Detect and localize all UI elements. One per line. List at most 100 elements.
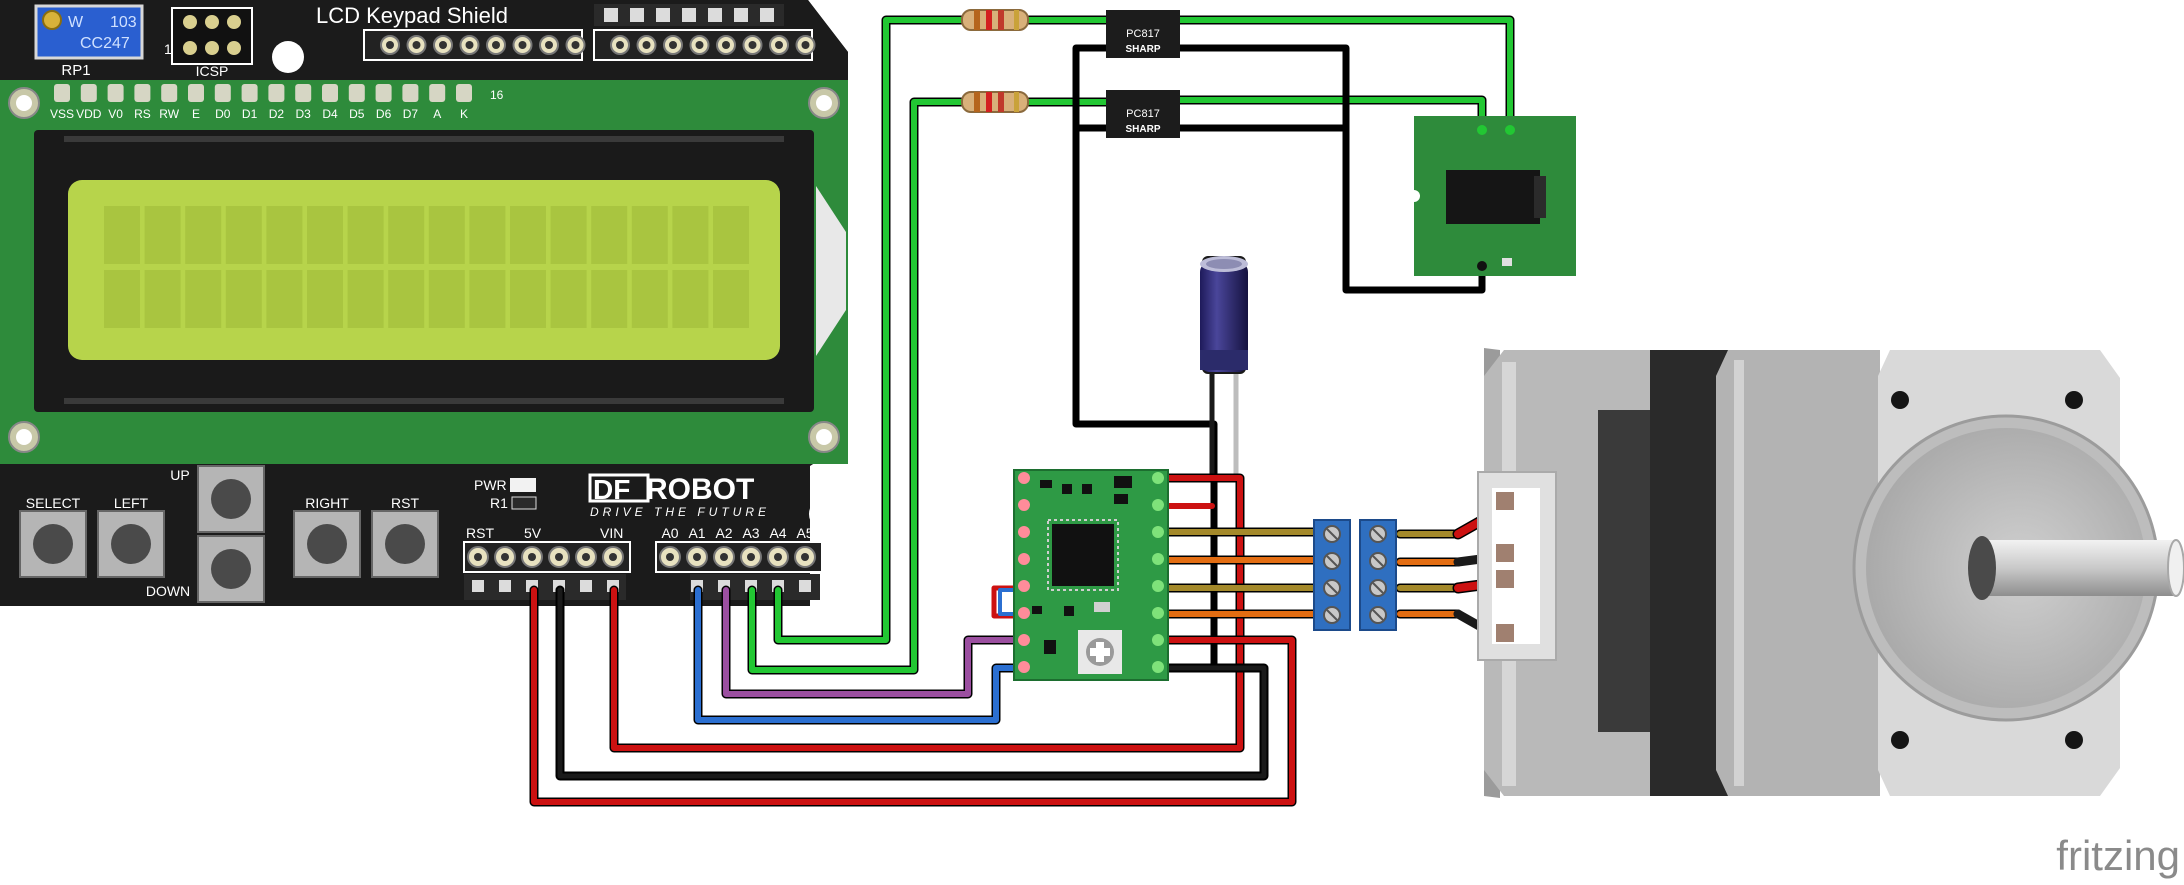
electrolytic-capacitor [1200,256,1248,374]
lcd-pin-pad [54,84,70,102]
lcd-pin-label: E [192,107,200,121]
fritzing-watermark: fritzing [2056,832,2180,879]
lcd-pin-label: RS [134,107,151,121]
lcd-pin-label: D6 [376,107,392,121]
lcd-char-cell [225,206,262,264]
header-rst-label: RST [466,525,494,541]
driver-pin-left [1018,661,1030,673]
left-button[interactable] [97,510,165,578]
analog-pin-label: A1 [688,525,705,541]
logo-df: DF [593,474,630,505]
left-label: LEFT [114,495,149,511]
lcd-char-cell [672,206,709,264]
icsp-label: ICSP [196,63,229,79]
lcd-char-cell [144,270,181,328]
lcd-char-cell [185,206,222,264]
stepper-driver-board [1013,469,1169,681]
lcd-char-cell [388,270,425,328]
lcd-char-cell [510,270,546,328]
driver-pin-right [1152,634,1164,646]
lcd-pin-label: D2 [269,107,285,121]
lcd-pin-pad [268,84,285,102]
pwr-led [510,478,536,492]
lcd-pin-pad [161,84,178,102]
lcd-pin-pad [214,84,231,102]
wires [529,15,1515,807]
driver-pin-left [1018,499,1030,511]
lcd-char-cell [307,206,343,264]
lcd-char-cell [631,206,668,264]
lcd-char-cell [307,270,343,328]
lcd-pin-label: VSS [50,107,74,121]
lcd-char-cell [347,270,384,328]
driver-pin-left [1018,634,1030,646]
lcd-pin-pad [456,84,472,102]
driver-pin-right [1152,472,1164,484]
analog-pin-label: A4 [769,525,786,541]
lcd-pin-pad [134,84,151,102]
analog-pin-label: A2 [715,525,732,541]
lcd-pin-pad [295,84,312,102]
resistor-1 [961,9,1029,31]
header-5v-label: 5V [524,525,542,541]
lcd-char-cell [104,206,140,264]
driver-pin-right [1152,526,1164,538]
select-label: SELECT [26,495,81,511]
rst-button[interactable] [371,510,439,578]
lcd-pin-pad [429,84,446,102]
mount-hole-top [272,41,304,73]
mount-holes [8,87,840,453]
driver-pin-right [1152,499,1164,511]
down-label: DOWN [146,583,190,599]
rp1-label: RP1 [61,62,90,79]
keypad: SELECT LEFT UP DOWN RIGHT [19,465,439,603]
up-button[interactable] [197,465,265,533]
lcd-pin-label: V0 [108,107,123,121]
driver-pin-left [1018,526,1030,538]
lcd-pin-pad [107,84,124,102]
driver-pin-left [1018,553,1030,565]
lcd-pin-label: D4 [322,107,338,121]
right-button[interactable] [293,510,361,578]
pot-text-3: CC247 [80,35,130,52]
pot-text-2: 103 [110,14,137,31]
analog-pin-label: A5 [796,525,813,541]
lcd-display [34,130,846,412]
header-vin-label: VIN [600,525,623,541]
r1-label: R1 [490,495,508,511]
icsp-pin1-label: 1 [164,41,172,57]
pot-text-1: W [68,14,84,31]
lcd-char-cell [144,206,181,264]
stepper-motor [1477,348,2184,798]
pwr-label: PWR [474,477,507,493]
analog-pin-label: A3 [742,525,759,541]
lcd-char-cell [104,270,140,328]
wire-loop-blue [998,588,1022,616]
lcd-pin-label: D7 [403,107,419,121]
lcd-char-cell [631,270,668,328]
lcd-pin-pad [375,84,392,102]
lcd-pin-end: 16 [490,88,504,102]
lcd-char-cell [672,270,709,328]
lcd-pin-pad [188,84,204,102]
optocoupler-1: PC817 SHARP [1106,10,1180,58]
lcd-pin-label: D3 [296,107,312,121]
lcd-char-cell [591,206,628,264]
lcd-char-cell [347,206,384,264]
lcd-char-cell [550,270,587,328]
lcd-pin-pad [241,84,258,102]
lcd-char-cell [510,206,546,264]
analog-pin-label: A0 [661,525,678,541]
select-button[interactable] [19,510,87,578]
down-button[interactable] [197,535,265,603]
driver-pin-left [1018,607,1030,619]
driver-pin-right [1152,580,1164,592]
lcd-char-cell [713,206,749,264]
icsp-header [171,7,253,65]
up-label: UP [170,467,189,483]
lcd-char-cell [713,270,749,328]
lcd-char-cell [428,206,465,264]
lcd-char-cell [469,270,506,328]
lcd-char-cell [388,206,425,264]
